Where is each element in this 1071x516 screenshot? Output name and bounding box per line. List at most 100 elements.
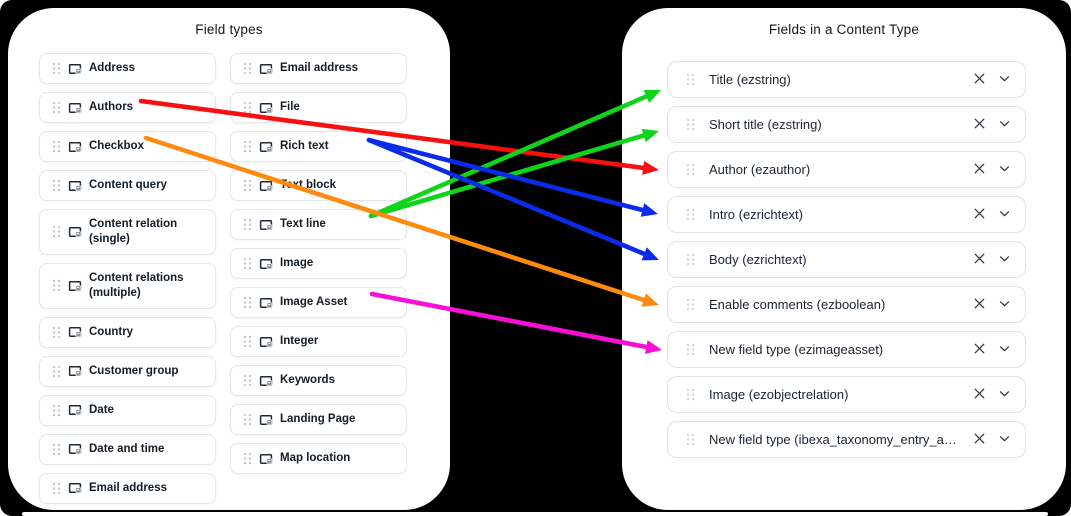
field-type-item[interactable]: Country xyxy=(39,316,216,348)
chevron-down-icon xyxy=(998,72,1011,88)
drag-handle-icon[interactable] xyxy=(686,73,695,86)
field-type-item[interactable]: Email address xyxy=(230,53,407,84)
content-type-field-row[interactable]: Image (ezobjectrelation) xyxy=(667,376,1026,413)
field-type-item[interactable]: Address xyxy=(39,53,216,84)
drag-handle-icon[interactable] xyxy=(52,225,61,238)
drag-handle-icon[interactable] xyxy=(52,140,61,153)
field-type-item[interactable]: Checkbox xyxy=(39,131,216,162)
remove-field-button[interactable] xyxy=(971,340,988,360)
field-type-item[interactable]: File xyxy=(230,92,407,123)
collapse-field-button[interactable] xyxy=(996,70,1013,90)
collapse-field-button[interactable] xyxy=(996,385,1013,405)
drag-handle-icon[interactable] xyxy=(243,413,252,426)
collapse-field-button[interactable] xyxy=(996,160,1013,180)
chevron-down-icon xyxy=(998,162,1011,178)
remove-field-button[interactable] xyxy=(971,295,988,315)
field-row-label: Body (ezrichtext) xyxy=(709,252,807,267)
field-type-icon xyxy=(259,101,273,115)
drag-handle-icon[interactable] xyxy=(52,482,61,495)
content-type-field-row[interactable]: Short title (ezstring) xyxy=(667,106,1026,143)
drag-handle-icon[interactable] xyxy=(686,163,695,176)
drag-handle-icon[interactable] xyxy=(243,374,252,387)
drag-handle-icon[interactable] xyxy=(52,62,61,75)
chevron-down-icon xyxy=(998,432,1011,448)
chevron-down-icon xyxy=(998,117,1011,133)
field-type-icon xyxy=(259,218,273,232)
remove-field-button[interactable] xyxy=(971,205,988,225)
field-type-item[interactable]: Content query xyxy=(39,170,216,201)
drag-handle-icon[interactable] xyxy=(686,253,695,266)
field-type-item[interactable]: Text block xyxy=(230,170,407,201)
drag-handle-icon[interactable] xyxy=(243,218,252,231)
field-type-item[interactable]: Keywords xyxy=(230,365,407,396)
field-type-item[interactable]: Map location xyxy=(230,443,407,474)
collapse-field-button[interactable] xyxy=(996,430,1013,450)
field-type-label: Image Asset xyxy=(280,296,348,309)
content-type-field-row[interactable]: Enable comments (ezboolean) xyxy=(667,286,1026,323)
drag-handle-icon[interactable] xyxy=(52,179,61,192)
remove-field-button[interactable] xyxy=(971,385,988,405)
drag-handle-icon[interactable] xyxy=(52,279,61,292)
field-type-item[interactable]: Image xyxy=(230,248,407,279)
remove-field-button[interactable] xyxy=(971,430,988,450)
drag-handle-icon[interactable] xyxy=(243,257,252,270)
content-type-field-row[interactable]: New field type (ezimageasset) xyxy=(667,331,1026,368)
field-type-label: Rich text xyxy=(280,140,329,153)
field-type-item[interactable]: Text line xyxy=(230,209,407,240)
remove-field-button[interactable] xyxy=(971,250,988,270)
drag-handle-icon[interactable] xyxy=(243,296,252,309)
drag-handle-icon[interactable] xyxy=(52,326,61,339)
field-type-icon xyxy=(259,374,273,388)
drag-handle-icon[interactable] xyxy=(52,365,61,378)
content-type-field-row[interactable]: New field type (ibexa_taxonomy_entry_ass… xyxy=(667,421,1026,458)
field-type-label: Landing Page xyxy=(280,413,356,426)
field-type-item[interactable]: Email address xyxy=(39,472,216,504)
field-type-item[interactable]: Authors xyxy=(39,92,216,123)
content-type-field-row[interactable]: Author (ezauthor) xyxy=(667,151,1026,188)
drag-handle-icon[interactable] xyxy=(686,433,695,446)
drag-handle-icon[interactable] xyxy=(686,343,695,356)
collapse-field-button[interactable] xyxy=(996,340,1013,360)
field-type-item[interactable]: Date and time xyxy=(39,433,216,465)
drag-handle-icon[interactable] xyxy=(686,118,695,131)
drag-handle-icon[interactable] xyxy=(243,140,252,153)
field-type-item[interactable]: Date xyxy=(39,394,216,426)
collapse-field-button[interactable] xyxy=(996,295,1013,315)
field-type-item[interactable]: Integer xyxy=(230,326,407,357)
field-type-icon xyxy=(259,179,273,193)
drag-handle-icon[interactable] xyxy=(52,101,61,114)
drag-handle-icon[interactable] xyxy=(243,101,252,114)
field-type-icon xyxy=(68,225,82,239)
chevron-down-icon xyxy=(998,207,1011,223)
field-row-label: Enable comments (ezboolean) xyxy=(709,297,886,312)
field-type-icon xyxy=(68,179,82,193)
field-type-item[interactable]: Content relation (single) xyxy=(39,209,216,255)
drag-handle-icon[interactable] xyxy=(686,388,695,401)
remove-field-button[interactable] xyxy=(971,115,988,135)
field-type-icon xyxy=(68,62,82,76)
drag-handle-icon[interactable] xyxy=(686,208,695,221)
content-type-field-row[interactable]: Title (ezstring) xyxy=(667,61,1026,98)
field-type-label: Address xyxy=(89,62,136,75)
collapse-field-button[interactable] xyxy=(996,115,1013,135)
drag-handle-icon[interactable] xyxy=(243,62,252,75)
field-row-label: Intro (ezrichtext) xyxy=(709,207,803,222)
remove-field-button[interactable] xyxy=(971,160,988,180)
content-type-field-row[interactable]: Body (ezrichtext) xyxy=(667,241,1026,278)
field-type-item[interactable]: Content relations (multiple) xyxy=(39,262,216,309)
close-icon xyxy=(973,207,986,223)
field-type-item[interactable]: Rich text xyxy=(230,131,407,162)
remove-field-button[interactable] xyxy=(971,70,988,90)
content-type-field-row[interactable]: Intro (ezrichtext) xyxy=(667,196,1026,233)
drag-handle-icon[interactable] xyxy=(52,443,61,456)
field-type-item[interactable]: Image Asset xyxy=(230,287,407,318)
collapse-field-button[interactable] xyxy=(996,205,1013,225)
field-type-item[interactable]: Customer group xyxy=(39,355,216,387)
collapse-field-button[interactable] xyxy=(996,250,1013,270)
drag-handle-icon[interactable] xyxy=(243,335,252,348)
drag-handle-icon[interactable] xyxy=(52,404,61,417)
drag-handle-icon[interactable] xyxy=(243,452,252,465)
drag-handle-icon[interactable] xyxy=(686,298,695,311)
field-type-item[interactable]: Landing Page xyxy=(230,404,407,435)
drag-handle-icon[interactable] xyxy=(243,179,252,192)
